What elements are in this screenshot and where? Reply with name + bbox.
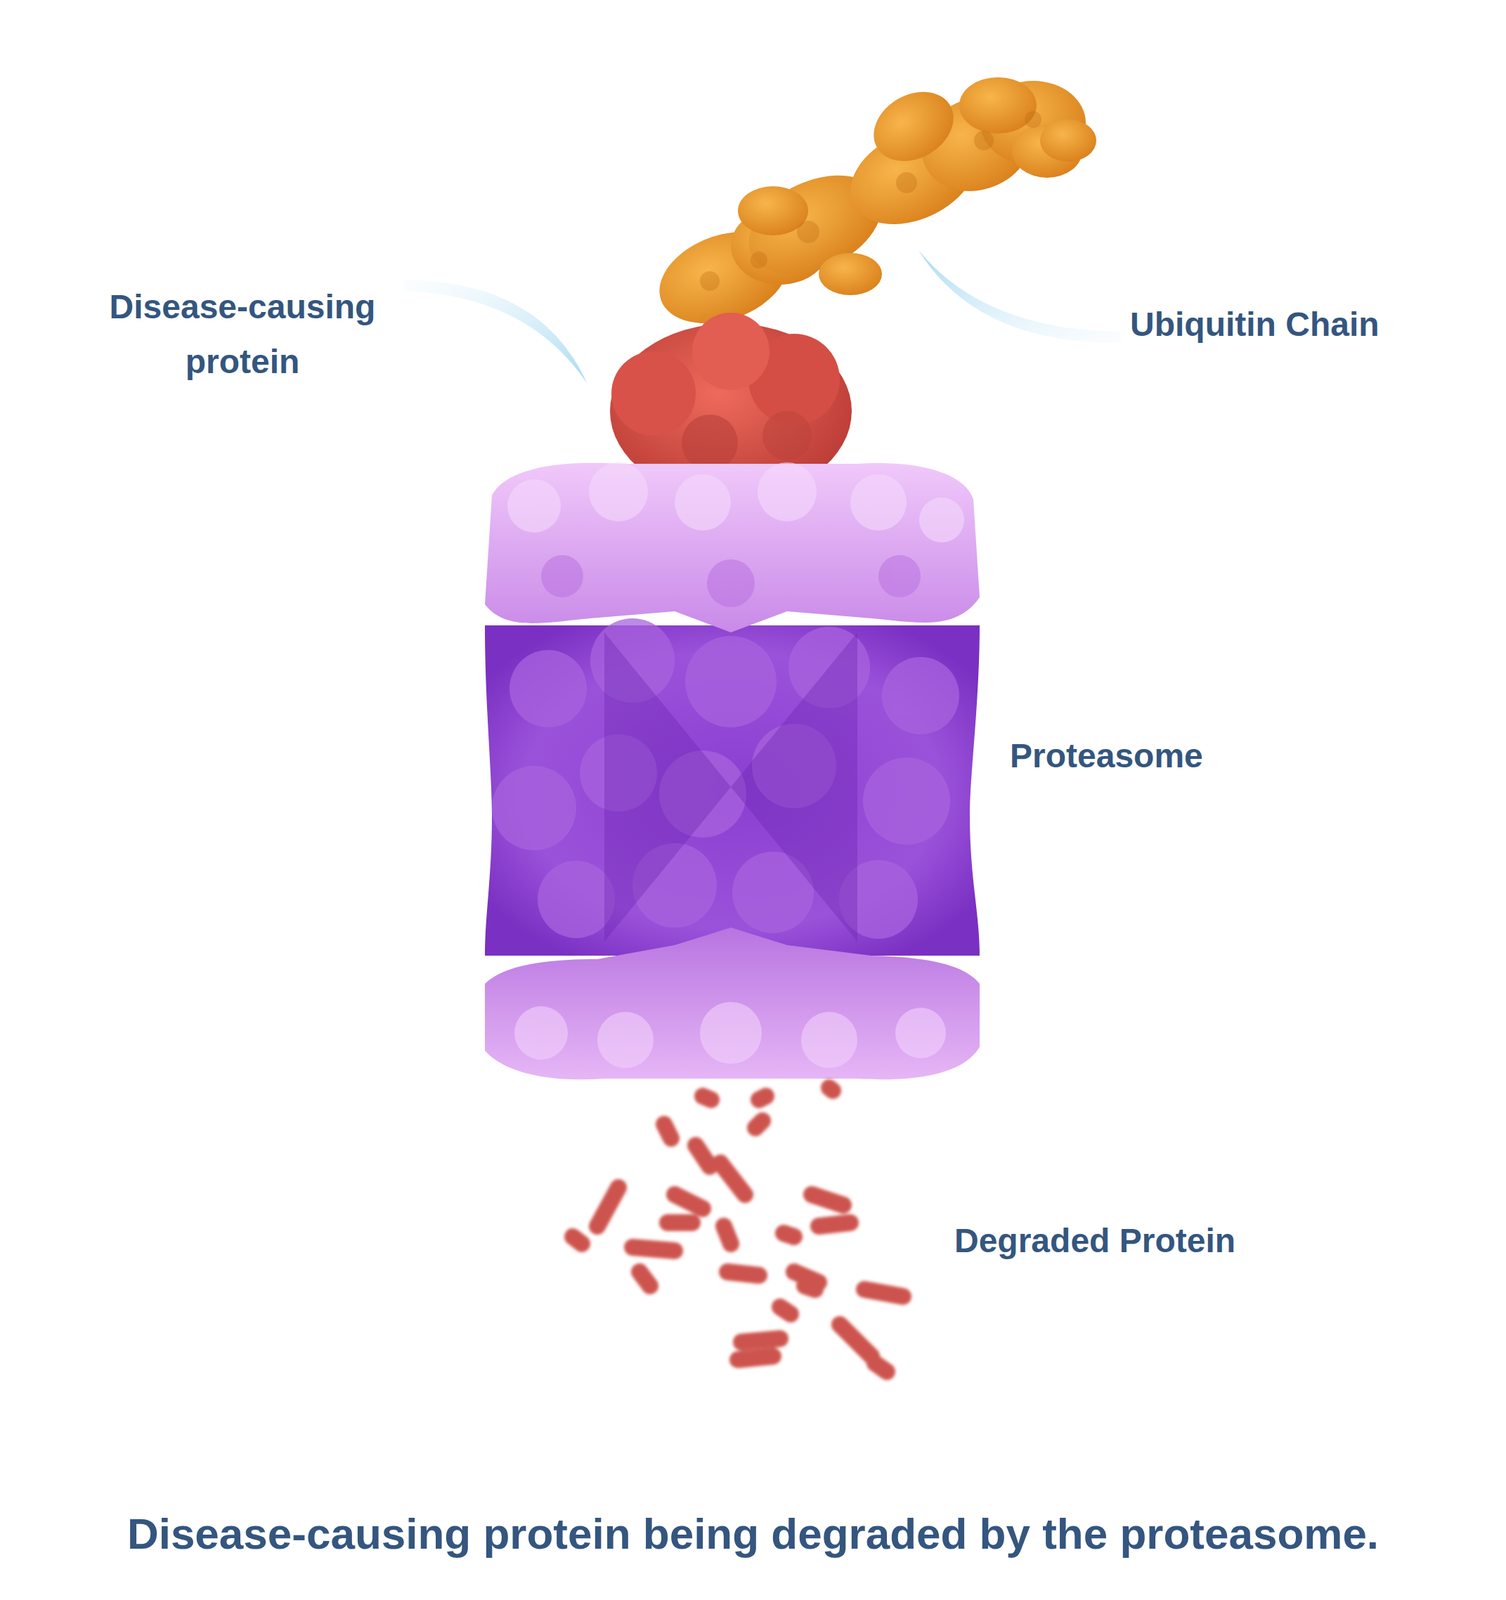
caption: Disease-causing protein being degraded b… — [0, 1508, 1506, 1559]
peptide-fragments — [572, 1087, 904, 1372]
leader-line — [918, 250, 1121, 343]
part-label: Degraded Protein — [954, 1213, 1447, 1269]
leader-line — [404, 279, 587, 384]
part-label: Disease-causing protein — [77, 279, 408, 390]
part-label: Ubiquitin Chain — [1130, 297, 1482, 353]
proteasome — [484, 462, 980, 1080]
ubiquitin-chain — [646, 77, 1097, 341]
part-label: Proteasome — [1009, 728, 1432, 784]
